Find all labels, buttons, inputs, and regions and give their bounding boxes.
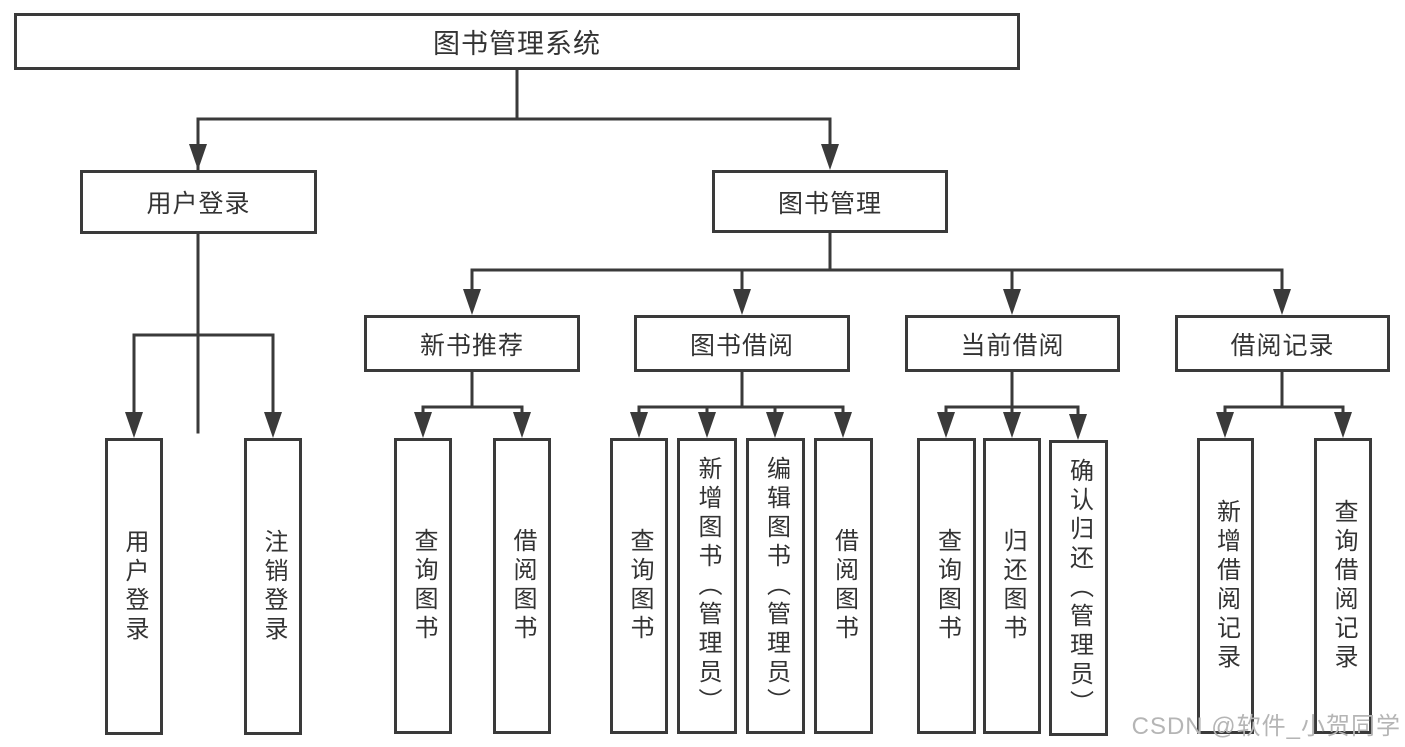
node-label: 新增借阅记录 xyxy=(1212,499,1240,673)
node-borrowing-records: 借阅记录 xyxy=(1175,315,1390,372)
node-book-borrowing: 图书借阅 xyxy=(634,315,850,372)
node-label: 查询图书 xyxy=(410,528,437,644)
node-label: 查询图书 xyxy=(933,528,961,644)
node-label: 借阅记录 xyxy=(1230,331,1335,360)
node-borrow-books-1: 借阅图书 xyxy=(493,438,551,734)
node-label: 编辑图书（管理员） xyxy=(762,455,790,717)
arrowheads xyxy=(125,144,1352,440)
node-label: 当前借阅 xyxy=(960,331,1065,360)
node-query-books-3: 查询图书 xyxy=(917,438,976,734)
node-label: 借阅图书 xyxy=(830,528,858,644)
node-current-borrowing: 当前借阅 xyxy=(905,315,1120,372)
node-label: 新增图书（管理员） xyxy=(694,455,721,717)
node-label: 图书借阅 xyxy=(689,331,794,360)
node-new-book-recommendation: 新书推荐 xyxy=(364,315,580,372)
node-user-login: 用户登录 xyxy=(105,438,163,735)
node-label: 归还图书 xyxy=(999,528,1026,644)
node-label: 借阅图书 xyxy=(509,528,536,644)
node-label: 新书推荐 xyxy=(419,331,524,360)
node-add-borrow-record: 新增借阅记录 xyxy=(1197,438,1254,734)
node-query-borrow-record: 查询借阅记录 xyxy=(1314,438,1372,734)
node-label: 查询图书 xyxy=(626,528,653,644)
node-label: 图书管理 xyxy=(777,189,882,218)
node-label: 确认归还（管理员） xyxy=(1065,457,1093,719)
node-label: 用户登录 xyxy=(146,190,251,218)
node-user-login-group: 用户登录 xyxy=(80,170,317,234)
node-label: 图书管理系统 xyxy=(433,29,601,59)
node-confirm-return-admin: 确认归还（管理员） xyxy=(1049,440,1108,736)
node-library-management-system: 图书管理系统 xyxy=(14,13,1020,70)
csdn-watermark: CSDN @软件_小贺同学 xyxy=(1131,713,1401,740)
node-edit-book-admin: 编辑图书（管理员） xyxy=(746,438,805,734)
node-label: 用户登录 xyxy=(121,528,148,645)
node-borrow-books-2: 借阅图书 xyxy=(814,438,873,734)
node-book-management: 图书管理 xyxy=(712,170,948,233)
node-add-book-admin: 新增图书（管理员） xyxy=(677,438,737,734)
node-query-books-1: 查询图书 xyxy=(394,438,452,734)
node-label: 注销登录 xyxy=(260,528,287,645)
node-return-book: 归还图书 xyxy=(983,438,1041,734)
node-logout: 注销登录 xyxy=(244,438,302,735)
node-label: 查询借阅记录 xyxy=(1330,499,1357,673)
node-query-books-2: 查询图书 xyxy=(610,438,668,734)
